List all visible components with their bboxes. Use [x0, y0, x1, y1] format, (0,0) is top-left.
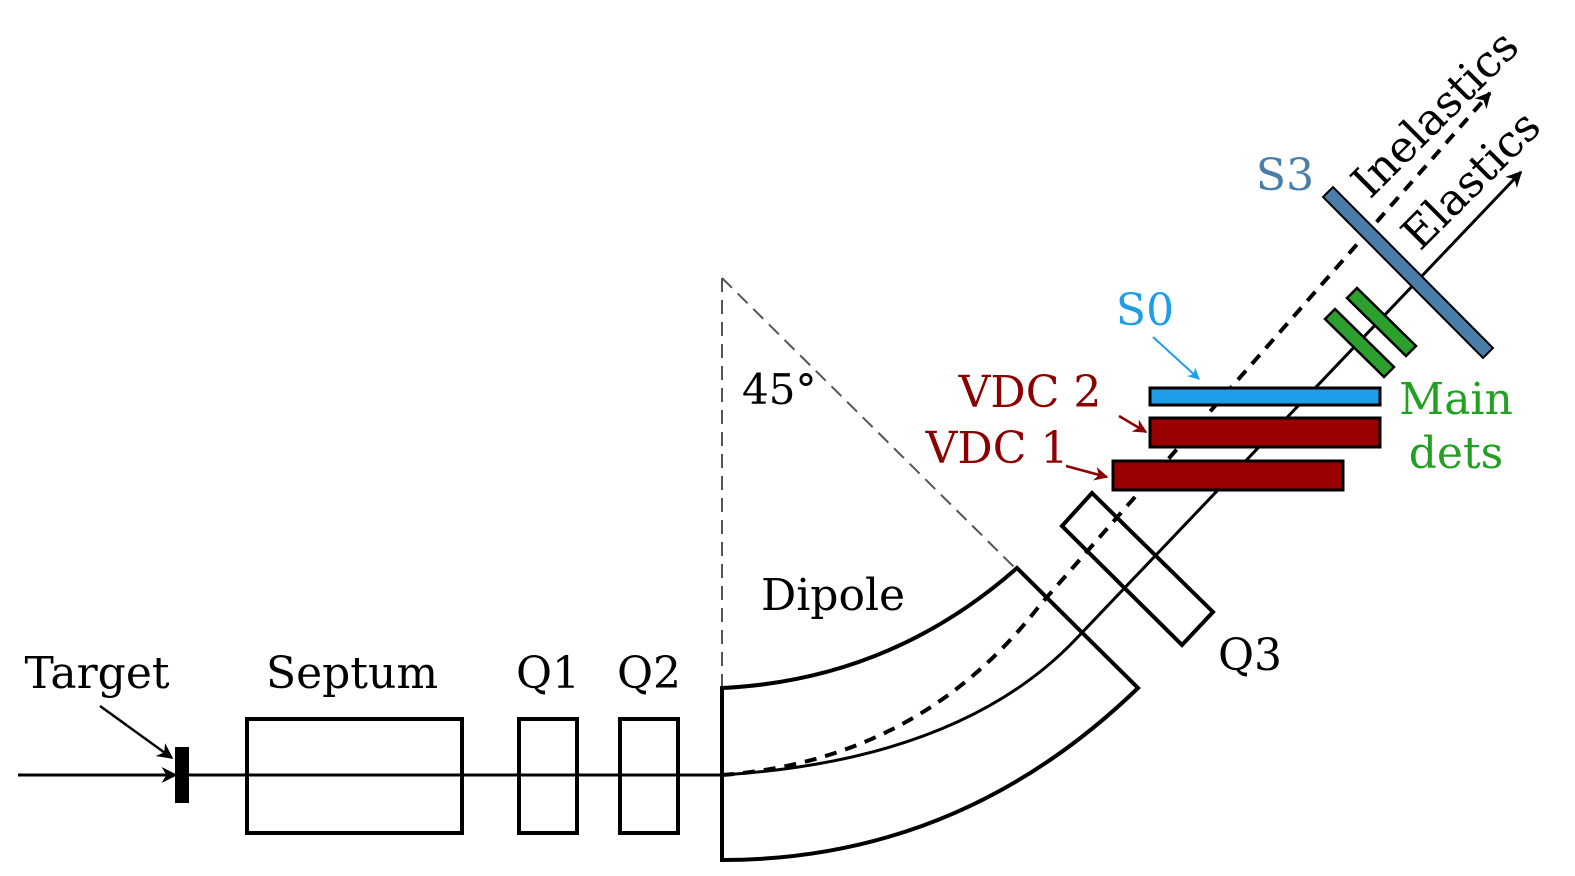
target-pointer-arrow — [99, 704, 174, 760]
s0-scintillator — [1148, 386, 1382, 407]
q2-quadrupole — [618, 717, 680, 835]
q1-label: Q1 — [516, 648, 580, 699]
s0-pointer-arrow — [1152, 336, 1200, 380]
q3-label: Q3 — [1218, 630, 1282, 681]
diagonal-guide-line — [721, 277, 1018, 571]
main-detector-bar-2 — [1345, 286, 1418, 358]
main-dets-label-line1: Main — [1399, 374, 1513, 425]
septum-label: Septum — [266, 648, 438, 699]
septum-magnet — [245, 717, 464, 835]
q3-quadrupole — [1059, 490, 1216, 648]
target — [175, 747, 189, 803]
target-label: Target — [24, 648, 169, 699]
s3-label: S3 — [1256, 150, 1314, 201]
elastic-trajectory — [721, 170, 1523, 777]
dipole-magnet — [720, 565, 1141, 863]
vdc2-chamber — [1148, 416, 1382, 449]
main-dets-label-line2: dets — [1409, 428, 1503, 479]
vdc2-label: VDC 2 — [958, 367, 1102, 418]
vdc1-label: VDC 1 — [925, 423, 1069, 474]
q1-quadrupole — [517, 717, 579, 835]
q2-label: Q2 — [617, 648, 681, 699]
dipole-label: Dipole — [761, 570, 905, 621]
main-detector-bar-1 — [1323, 307, 1396, 379]
vdc1-pointer-arrow — [1065, 464, 1109, 481]
vdc2-pointer-arrow — [1118, 414, 1148, 434]
angle-label: 45° — [742, 365, 816, 414]
s3-scintillator — [1321, 185, 1495, 360]
inelastic-trajectory — [721, 91, 1492, 777]
s0-label: S0 — [1116, 285, 1174, 336]
vdc1-chamber — [1111, 459, 1345, 492]
